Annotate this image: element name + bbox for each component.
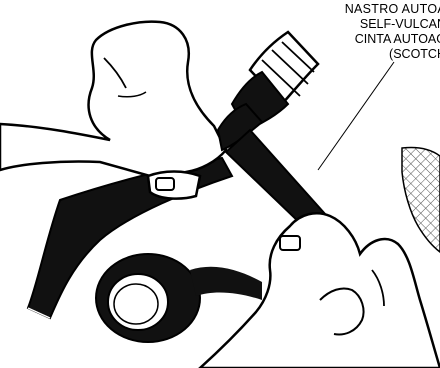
- label-line-3: CINTA AUTOAG: [280, 32, 440, 47]
- leader-line: [318, 62, 394, 170]
- left-hand-icon: [0, 22, 226, 199]
- label-line-4: (SCOTCH: [280, 47, 440, 62]
- tape-roll-icon: [96, 254, 262, 342]
- tape-label: NASTRO AUTOA SELF-VULCAN CINTA AUTOAG (S…: [280, 0, 440, 62]
- label-line-2: SELF-VULCAN: [280, 17, 440, 32]
- patterned-tape-strip-icon: [402, 147, 440, 252]
- label-line-1: NASTRO AUTOA: [280, 2, 440, 17]
